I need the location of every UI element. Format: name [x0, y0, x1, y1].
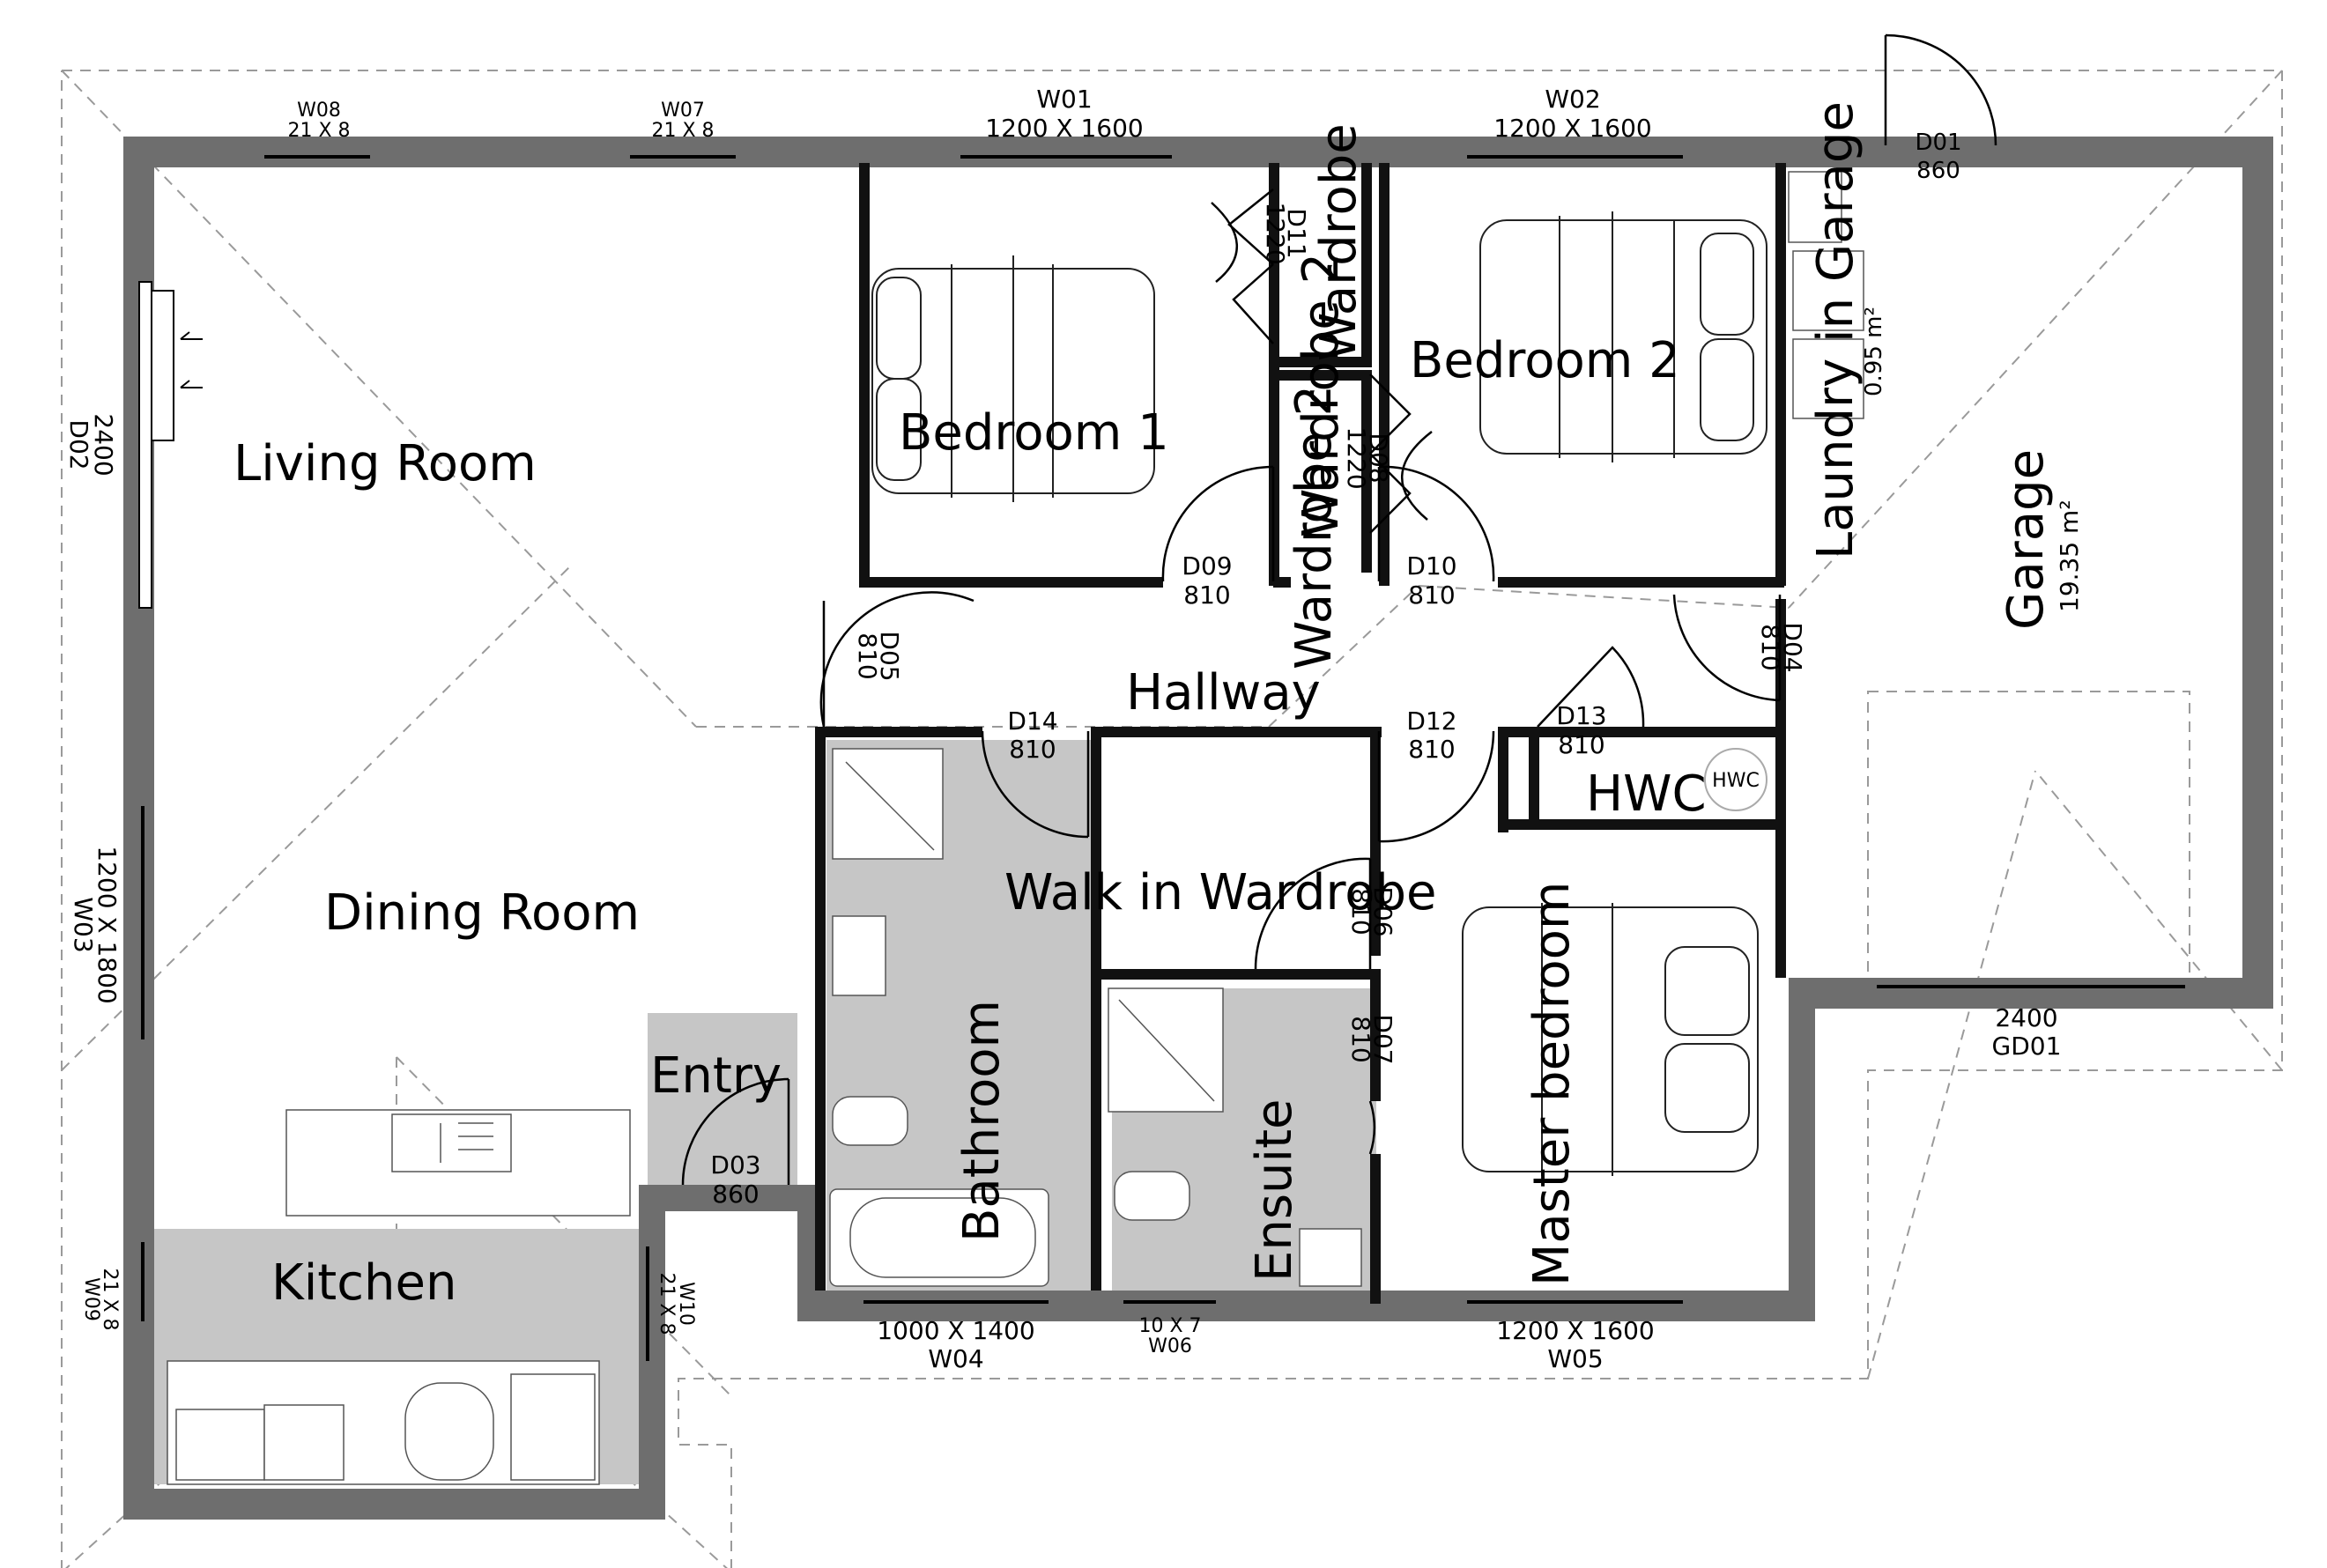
entry-label: Entry — [650, 1047, 782, 1105]
w05-size: 1200 X 1600 — [1496, 1316, 1655, 1345]
windows — [141, 155, 2185, 1361]
ensuite-label: Ensuite — [1246, 1098, 1303, 1282]
sliding-door-d02 — [138, 281, 203, 609]
d04-size: 810 — [1756, 624, 1785, 670]
door-swings — [681, 33, 1997, 1186]
w08-id: W08 — [297, 100, 341, 122]
d14-size: 810 — [1009, 735, 1056, 764]
bedroom-1-bed-icon — [871, 255, 1155, 502]
w03-size: 1200 X 1800 — [93, 846, 122, 1004]
wardrobe-label: Wardrobe — [1310, 123, 1367, 361]
d13-id: D13 — [1556, 701, 1606, 730]
w10-size: 21 X 8 — [656, 1272, 678, 1335]
walls — [123, 137, 2273, 1520]
bathroom-label: Bathroom — [953, 1000, 1011, 1242]
d12-size: 810 — [1408, 735, 1455, 764]
kitchen-label: Kitchen — [271, 1254, 456, 1312]
d02-id: D02 — [64, 419, 93, 470]
w02-id: W02 — [1545, 85, 1600, 114]
room-labels: Living Room Dining Room Kitchen Entry Be… — [233, 101, 2084, 1312]
d03-id: D03 — [710, 1150, 760, 1180]
d11-size: 1220 — [1261, 202, 1290, 264]
d02-size: 2400 — [89, 413, 118, 476]
ensuite-fixtures — [1108, 987, 1362, 1287]
w10-id: W10 — [675, 1282, 697, 1326]
gd01-size: 2400 — [1995, 1003, 2057, 1032]
w08-size: 21 X 8 — [287, 120, 350, 142]
hwc-icon-label: HWC — [1712, 770, 1760, 792]
hwc-unit: HWC — [1704, 748, 1767, 811]
d04-id: D04 — [1778, 622, 1807, 672]
d01-size: 860 — [1916, 158, 1960, 184]
d07-size: 810 — [1346, 1016, 1375, 1062]
d05-size: 810 — [853, 632, 882, 679]
bedroom-2-label: Bedroom 2 — [1410, 332, 1680, 389]
d08-id: D08 — [1364, 433, 1393, 483]
d08-size: 1220 — [1342, 426, 1371, 489]
w06-size: 10 X 7 — [1138, 1315, 1201, 1337]
d09-size: 810 — [1183, 581, 1230, 610]
d01-id: D01 — [1915, 129, 1961, 156]
laundry-label: Laundry in Garage — [1807, 101, 1864, 559]
garage-label: Garage — [1997, 449, 2055, 630]
wardrobe-2b-label: Wardrobe 2 — [1286, 385, 1343, 669]
d05-id: D05 — [875, 631, 904, 681]
laundry-area: 0.95 m² — [1861, 307, 1887, 396]
laundry-fixtures — [1788, 171, 1864, 419]
master-bedroom-label: Master bedroom — [1523, 882, 1581, 1286]
w03-id: W03 — [69, 897, 98, 952]
d07-id: D07 — [1368, 1014, 1397, 1064]
walk-in-wardrobe-label: Walk in Wardrobe — [1004, 864, 1437, 921]
kitchen-fixtures — [167, 1109, 631, 1485]
door-tags: D01 860 2400 D02 D03 860 810 D04 810 D05… — [64, 129, 2061, 1209]
bedroom-2-bed-icon — [1479, 211, 1767, 462]
bathroom-fixtures — [829, 748, 1049, 1287]
d03-size: 860 — [712, 1180, 759, 1209]
d06-size: 810 — [1346, 888, 1375, 935]
d10-id: D10 — [1406, 551, 1456, 581]
w01-id: W01 — [1036, 85, 1092, 114]
d06-id: D06 — [1368, 886, 1397, 936]
w07-id: W07 — [661, 100, 705, 122]
master-bed-icon — [1462, 903, 1759, 1176]
w05-id: W05 — [1547, 1344, 1603, 1373]
window-tags: W08 21 X 8 W07 21 X 8 W01 1200 X 1600 W0… — [69, 85, 1655, 1373]
bedroom-1-label: Bedroom 1 — [899, 404, 1169, 462]
w04-size: 1000 X 1400 — [877, 1316, 1035, 1345]
dining-room-label: Dining Room — [324, 884, 640, 942]
d10-size: 810 — [1408, 581, 1455, 610]
hwc-label: HWC — [1586, 766, 1707, 823]
w04-id: W04 — [928, 1344, 983, 1373]
wardrobe-2-label: Wardrobe 2 — [1293, 253, 1350, 537]
w06-id: W06 — [1148, 1335, 1192, 1357]
w02-size: 1200 X 1600 — [1493, 114, 1652, 143]
d14-id: D14 — [1007, 706, 1057, 736]
d12-id: D12 — [1406, 706, 1456, 736]
w07-size: 21 X 8 — [651, 120, 714, 142]
d11-id: D11 — [1282, 208, 1311, 258]
garage-area: 19.35 m² — [2055, 499, 2084, 612]
w09-size: 21 X 8 — [99, 1268, 121, 1330]
hallway-label: Hallway — [1126, 664, 1321, 721]
d13-size: 810 — [1558, 730, 1604, 759]
d09-id: D09 — [1182, 551, 1232, 581]
w09-id: W09 — [80, 1277, 102, 1321]
gd01-id: GD01 — [1992, 1032, 2062, 1061]
w01-size: 1200 X 1600 — [985, 114, 1144, 143]
living-room-label: Living Room — [233, 435, 537, 492]
